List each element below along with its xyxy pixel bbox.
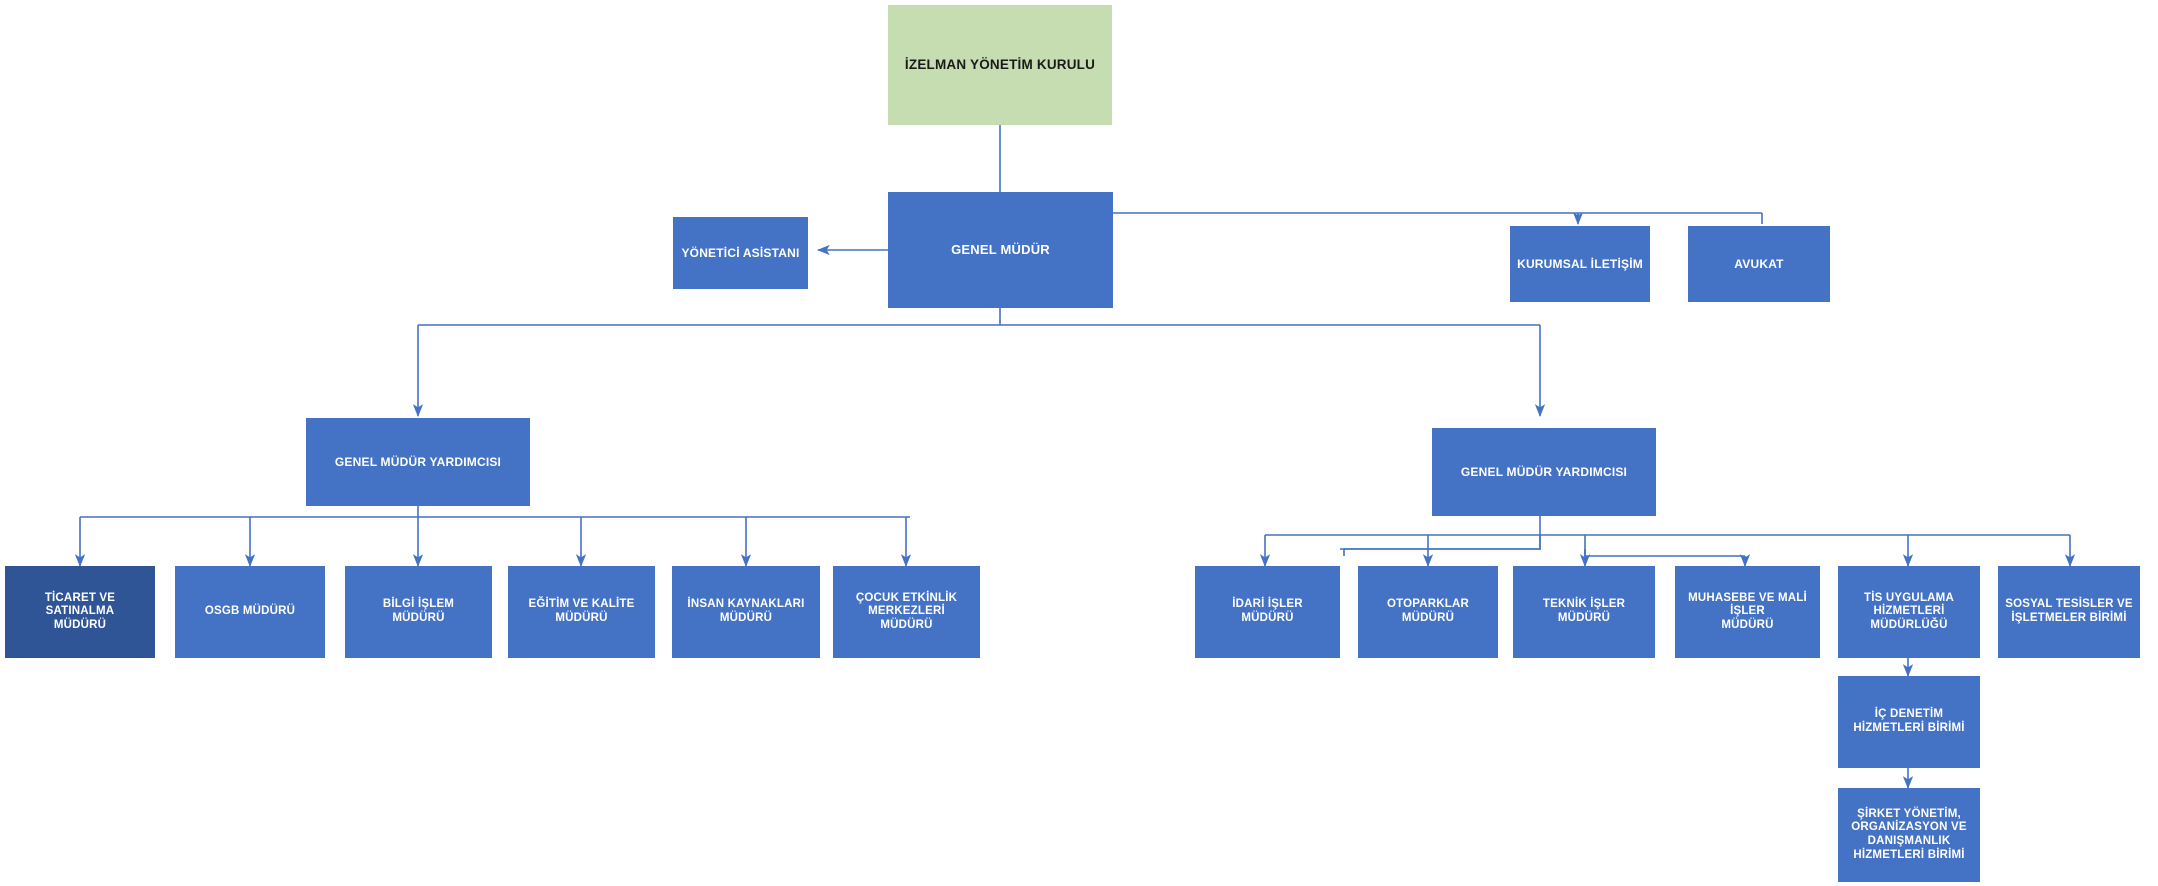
node-corporate-communication[interactable]: KURUMSAL İLETİŞİM [1510,226,1650,302]
node-right-dept-6[interactable]: SOSYAL TESİSLER VE İŞLETMELER BİRİMİ [1998,566,2140,658]
node-left-dept-5[interactable]: İNSAN KAYNAKLARI MÜDÜRÜ [672,566,820,658]
node-left-dept-6[interactable]: ÇOCUK ETKİNLİK MERKEZLERİ MÜDÜRÜ [833,566,980,658]
node-executive-assistant-label: YÖNETİCİ ASİSTANI [681,245,800,260]
node-board-label: İZELMAN YÖNETİM KURULU [904,57,1096,73]
edge-right-jog [1344,535,1541,550]
node-left-dept-3[interactable]: BİLGİ İŞLEM MÜDÜRÜ [345,566,492,658]
node-left-dept-1-label: TİCARET VE SATINALMA MÜDÜRÜ [44,591,116,631]
node-right-dept-4-label: MUHASEBE VE MALİ İŞLER MÜDÜRÜ [1688,591,1807,631]
node-right-dept-2-label: OTOPARKLAR MÜDÜRÜ [1386,598,1470,624]
node-internal-audit-label: İÇ DENETİM HİZMETLERİ BİRİMİ [1853,708,1965,734]
node-right-dept-3-label: TEKNİK İŞLER MÜDÜRÜ [1542,598,1626,624]
node-general-manager[interactable]: GENEL MÜDÜR [888,192,1113,308]
node-lawyer[interactable]: AVUKAT [1688,226,1830,302]
node-right-dept-1-label: İDARİ İŞLER MÜDÜRÜ [1232,598,1303,624]
edge-right-jog-left [1340,535,1541,550]
node-right-dept-5-label: TİS UYGULAMA HİZMETLERİ MÜDÜRLÜĞÜ [1864,591,1954,631]
node-right-dept-1[interactable]: İDARİ İŞLER MÜDÜRÜ [1195,566,1340,658]
node-right-dept-2[interactable]: OTOPARKLAR MÜDÜRÜ [1358,566,1498,658]
node-left-dept-1[interactable]: TİCARET VE SATINALMA MÜDÜRÜ [5,566,155,658]
node-left-dept-6-label: ÇOCUK ETKİNLİK MERKEZLERİ MÜDÜRÜ [855,591,958,631]
node-left-dept-4-label: EĞİTİM VE KALİTE MÜDÜRÜ [528,598,635,624]
node-left-dept-4[interactable]: EĞİTİM VE KALİTE MÜDÜRÜ [508,566,655,658]
edge-right-jog2 [1584,535,1745,557]
node-corporate-communication-label: KURUMSAL İLETİŞİM [1517,256,1643,271]
node-right-dept-4[interactable]: MUHASEBE VE MALİ İŞLER MÜDÜRÜ [1675,566,1820,658]
node-executive-assistant[interactable]: YÖNETİCİ ASİSTANI [673,217,808,289]
node-right-dept-5[interactable]: TİS UYGULAMA HİZMETLERİ MÜDÜRLÜĞÜ [1838,566,1980,658]
node-general-manager-label: GENEL MÜDÜR [951,242,1050,258]
node-right-dept-3[interactable]: TEKNİK İŞLER MÜDÜRÜ [1513,566,1655,658]
node-company-management[interactable]: ŞİRKET YÖNETİM, ORGANİZASYON VE DANIŞMAN… [1838,788,1980,882]
node-lawyer-label: AVUKAT [1734,256,1784,271]
node-left-dept-2-label: OSGB MÜDÜRÜ [204,605,296,618]
node-internal-audit[interactable]: İÇ DENETİM HİZMETLERİ BİRİMİ [1838,676,1980,768]
node-board[interactable]: İZELMAN YÖNETİM KURULU [888,5,1112,125]
node-right-dept-6-label: SOSYAL TESİSLER VE İŞLETMELER BİRİMİ [2005,598,2133,624]
node-deputy-right[interactable]: GENEL MÜDÜR YARDIMCISI [1432,428,1656,516]
node-company-management-label: ŞİRKET YÖNETİM, ORGANİZASYON VE DANIŞMAN… [1851,807,1967,861]
node-deputy-left-label: GENEL MÜDÜR YARDIMCISI [334,454,502,469]
node-deputy-left[interactable]: GENEL MÜDÜR YARDIMCISI [306,418,530,506]
node-left-dept-2[interactable]: OSGB MÜDÜRÜ [175,566,325,658]
node-left-dept-3-label: BİLGİ İŞLEM MÜDÜRÜ [382,598,455,624]
node-left-dept-5-label: İNSAN KAYNAKLARI MÜDÜRÜ [687,598,805,624]
node-deputy-right-label: GENEL MÜDÜR YARDIMCISI [1460,464,1628,479]
